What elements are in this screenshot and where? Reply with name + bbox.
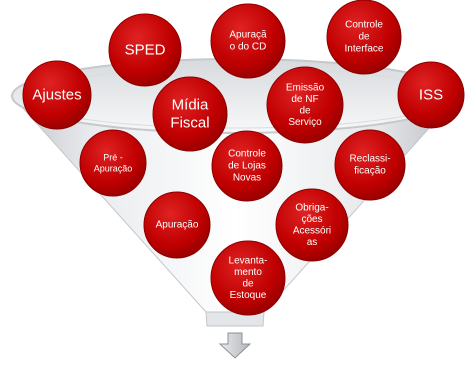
circle-label-line: de: [299, 105, 311, 116]
circle-label-line: o do CD: [230, 42, 267, 53]
circle-label-line: Fiscal: [170, 115, 209, 132]
circle-label-line: Acessóri: [293, 225, 331, 236]
circle-shape: [108, 13, 182, 87]
circle-apuracao-cd: Apuração do CD: [210, 3, 286, 79]
circle-shape: [210, 3, 286, 79]
circle-iss: ISS: [397, 61, 465, 129]
circle-shape: [211, 130, 283, 202]
circle-label-line: Interface: [345, 44, 384, 55]
circle-label-line: as: [307, 237, 318, 248]
circle-shape: [334, 129, 406, 201]
circle-label-line: Apuração: [94, 164, 133, 174]
circle-label-line: de NF: [291, 94, 318, 105]
circle-label-line: mento: [234, 267, 262, 278]
circle-label-line: ficação: [354, 166, 386, 177]
circle-label-line: de Lojas: [228, 161, 266, 172]
circle-label-line: Apuraçã: [229, 30, 267, 41]
circle-shape: [79, 129, 147, 197]
circle-label-line: Reclassi-: [349, 154, 390, 165]
circle-apuracao: Apuração: [143, 191, 211, 259]
circle-label-line: Estoque: [230, 290, 267, 301]
circle-label-line: Emissão: [286, 82, 325, 93]
circle-pre-apuracao: Pré -Apuração: [79, 129, 147, 197]
circle-label-line: ISS: [419, 87, 443, 104]
down-arrow-icon: [218, 332, 252, 359]
circle-label-line: Controle: [345, 20, 383, 31]
circle-label-line: Serviço: [288, 117, 322, 128]
circle-reclassificacao: Reclassi-ficação: [334, 129, 406, 201]
circle-shape: [210, 240, 286, 316]
circle-shape: [275, 188, 349, 262]
circle-shape: [266, 66, 344, 144]
circle-label-line: Pré -: [103, 153, 123, 163]
circle-ajustes: Ajustes: [22, 60, 92, 130]
circle-label-line: SPED: [125, 42, 166, 59]
circle-shape: [152, 76, 228, 152]
circle-label-line: Controle: [228, 149, 266, 160]
circle-label-line: ções: [301, 214, 322, 225]
circle-label-line: Mídia: [172, 97, 209, 114]
circle-shape: [143, 191, 211, 259]
circle-label-line: Levanta-: [229, 255, 268, 266]
circle-shape: [397, 61, 465, 129]
circle-label-line: Apuração: [156, 220, 199, 231]
circle-shape: [22, 60, 92, 130]
circle-label-line: Obriga-: [295, 202, 328, 213]
circle-shape: [326, 0, 402, 75]
circle-label-line: Ajustes: [32, 87, 81, 104]
circle-label-line: de: [242, 278, 254, 289]
circle-label-line: Novas: [233, 173, 261, 184]
circle-label-line: de: [358, 32, 370, 43]
circle-sped: SPED: [108, 13, 182, 87]
